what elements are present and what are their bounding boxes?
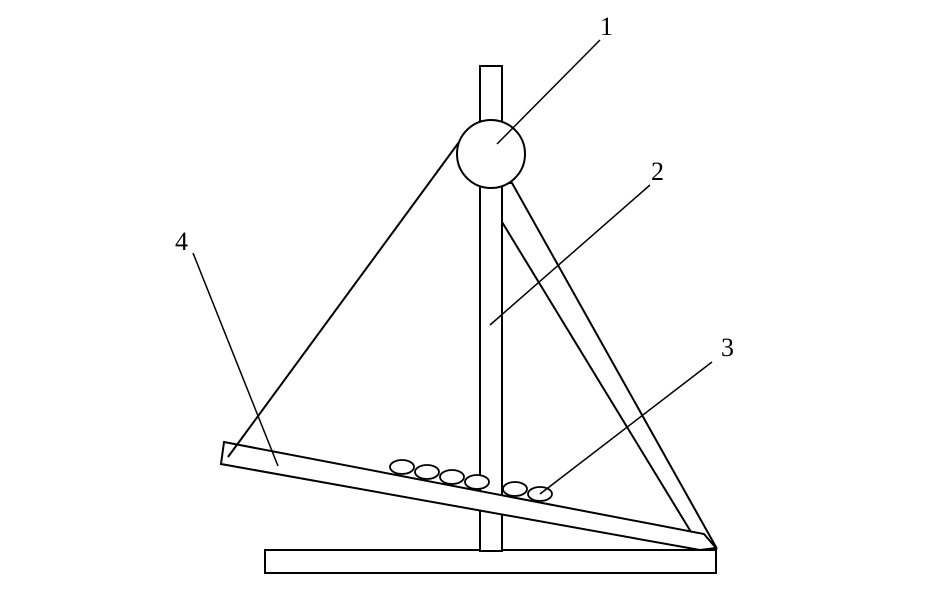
callout-label-2: 2 bbox=[651, 157, 664, 186]
ball bbox=[389, 459, 415, 475]
pulley bbox=[456, 119, 526, 189]
inclined-track bbox=[219, 440, 718, 552]
callout-label-3: 3 bbox=[721, 333, 734, 362]
leader-line-3 bbox=[539, 361, 713, 495]
callout-label-1: 1 bbox=[600, 12, 613, 41]
ball bbox=[502, 481, 528, 497]
ball bbox=[439, 469, 465, 485]
ball bbox=[464, 474, 490, 490]
ball bbox=[414, 464, 440, 480]
leader-line-2 bbox=[489, 184, 651, 326]
ball-group bbox=[389, 459, 553, 502]
leader-line-4 bbox=[192, 252, 279, 467]
base-plate bbox=[264, 549, 717, 574]
callout-label-4: 4 bbox=[175, 227, 188, 256]
leader-line-1 bbox=[496, 39, 601, 145]
string bbox=[227, 137, 463, 458]
